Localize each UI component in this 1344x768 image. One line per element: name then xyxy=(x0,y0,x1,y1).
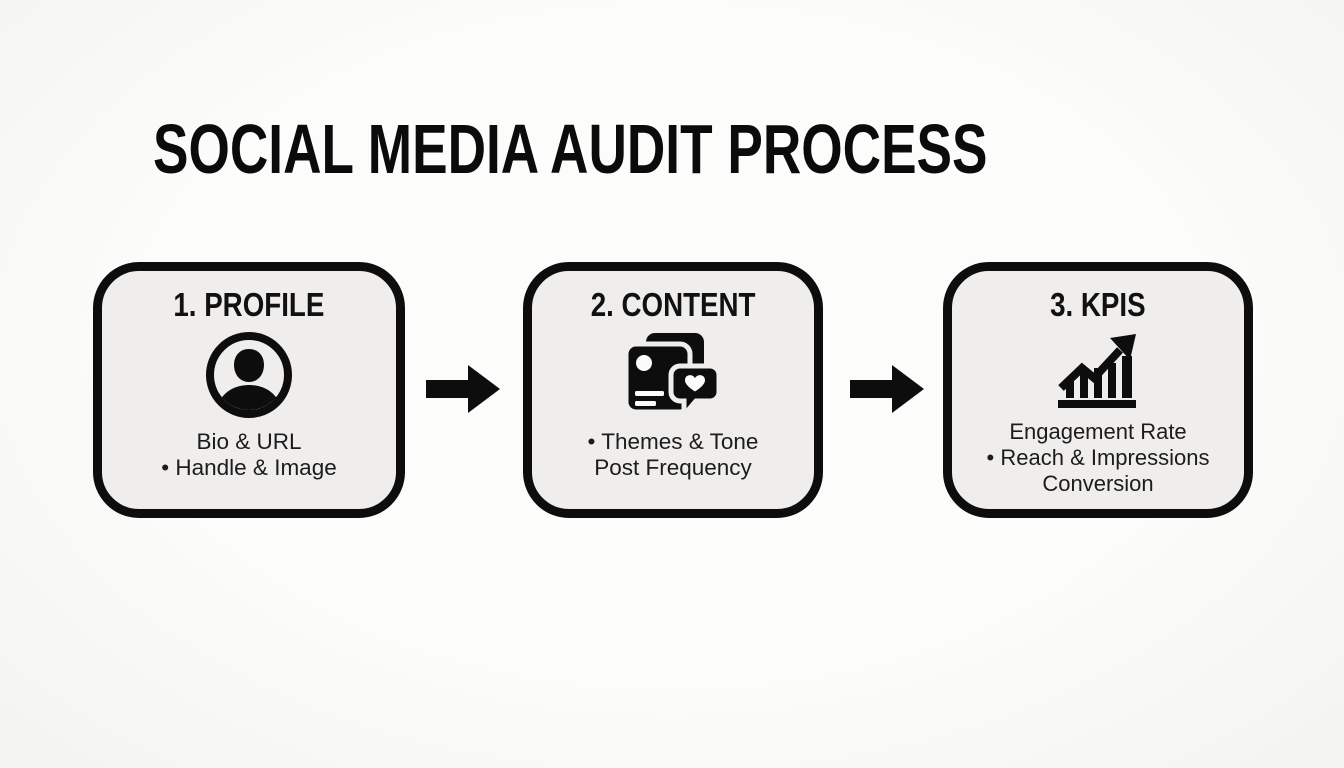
detail-line: Engagement Rate xyxy=(1009,419,1187,445)
step-kpis-details: Engagement Rate • Reach & Impressions Co… xyxy=(987,419,1210,497)
detail-line: Bio & URL xyxy=(196,429,302,455)
detail-line: Post Frequency xyxy=(594,455,752,481)
step-profile-details: Bio & URL • Handle & Image xyxy=(161,429,336,481)
page-title: SOCIAL MEDIA AUDIT PROCESS xyxy=(153,110,988,188)
growth-chart-icon xyxy=(1056,323,1140,417)
detail-line: Conversion xyxy=(1042,471,1154,497)
user-avatar-icon xyxy=(203,323,295,427)
step-content-title: 2. CONTENT xyxy=(590,286,756,323)
posts-chat-heart-icon xyxy=(624,323,722,427)
detail-line: • Handle & Image xyxy=(161,455,337,481)
right-arrow-icon xyxy=(426,364,500,414)
step-kpis-title: 3. KPIS xyxy=(1050,286,1146,323)
detail-line: • Themes & Tone xyxy=(587,429,759,455)
step-profile-box: 1. PROFILE Bio & URL • Handle & Image xyxy=(93,262,405,518)
detail-line: • Reach & Impressions xyxy=(986,445,1210,471)
step-kpis-box: 3. KPIS Engagement Rate • Reach & Impres… xyxy=(943,262,1253,518)
step-content-box: 2. CONTENT • Themes & Tone Post Frequenc… xyxy=(523,262,823,518)
step-content-details: • Themes & Tone Post Frequency xyxy=(588,429,759,481)
step-profile-title: 1. PROFILE xyxy=(173,286,325,323)
right-arrow-icon xyxy=(850,364,924,414)
